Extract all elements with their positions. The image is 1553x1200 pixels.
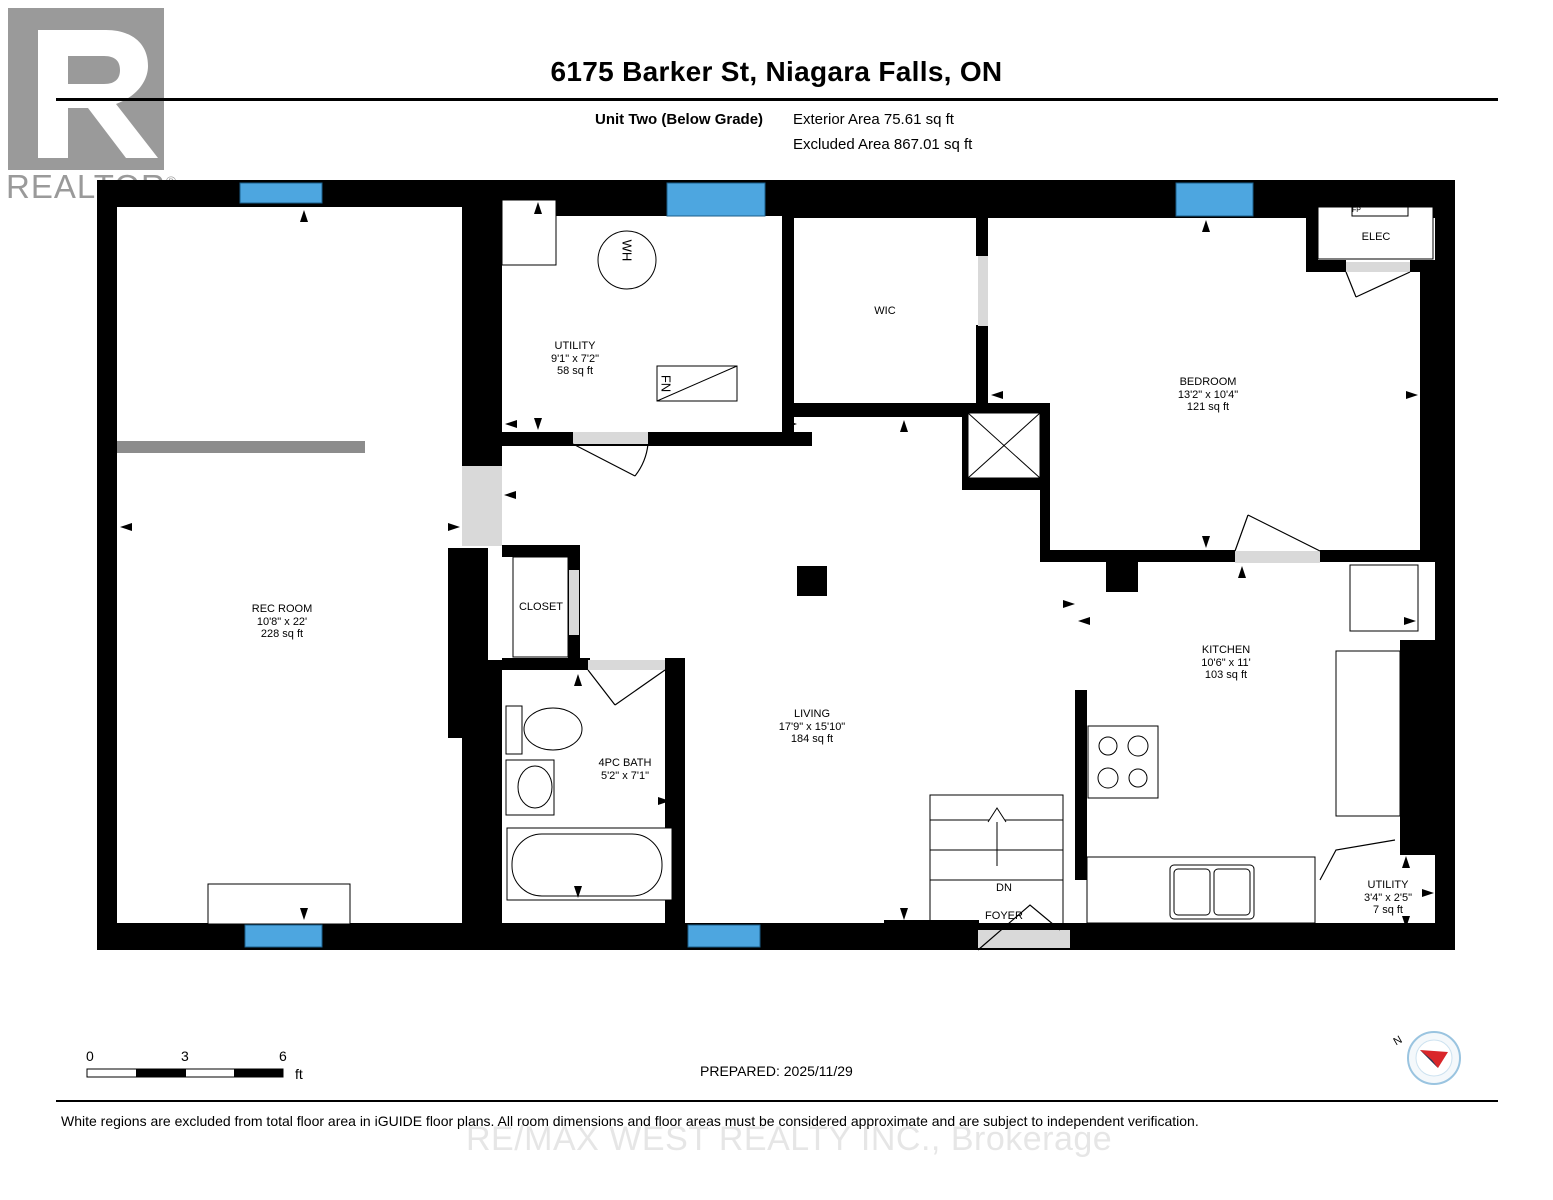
room-dims: 17'9" x 15'10"	[778, 720, 846, 733]
room-dims: 10'6" x 11'	[1201, 656, 1251, 669]
room-kitchen: KITCHEN 10'6" x 11' 103 sq ft	[1166, 644, 1286, 682]
room-closet: CLOSET	[511, 601, 571, 614]
room-wic: WIC	[845, 305, 925, 318]
room-elec: ELEC	[1346, 231, 1406, 244]
brokerage-watermark: RE/MAX WEST REALTY INC., Brokerage	[466, 1120, 1113, 1158]
prepared-date: PREPARED: 2025/11/29	[700, 1063, 853, 1079]
room-bedroom: BEDROOM 13'2" x 10'4" 121 sq ft	[1148, 376, 1268, 414]
windows	[239, 182, 1254, 948]
room-dims: 5'2" x 7'1"	[600, 769, 650, 782]
room-foyer: FOYER	[974, 910, 1034, 923]
header-divider	[56, 98, 1498, 101]
room-name: 4PC BATH	[598, 757, 652, 769]
scale-tick-6: 6	[279, 1048, 287, 1064]
fixtures	[207, 199, 1434, 926]
scale-tick-0: 0	[86, 1048, 94, 1064]
fireplace-box	[1351, 206, 1409, 217]
fireplace-tag: FP	[1352, 207, 1361, 214]
footer-divider	[56, 1100, 1498, 1102]
room-dims: 10'8" x 22'	[256, 615, 308, 628]
furnace-label: FN	[658, 374, 674, 393]
room-name: WIC	[874, 305, 896, 317]
room-name: FOYER	[985, 910, 1023, 922]
scale-bar	[86, 1068, 284, 1078]
excluded-area: Excluded Area 867.01 sq ft	[793, 136, 973, 153]
room-name: UTILITY	[554, 340, 596, 352]
room-area: 184 sq ft	[790, 733, 834, 745]
realtor-logo	[8, 8, 164, 170]
measurement-arrows	[120, 202, 1434, 928]
room-name: CLOSET	[518, 601, 563, 613]
walls	[97, 180, 1455, 950]
room-dims: 13'2" x 10'4"	[1177, 388, 1239, 401]
room-rec-room: REC ROOM 10'8" x 22' 228 sq ft	[222, 603, 342, 641]
disclaimer: White regions are excluded from total fl…	[61, 1113, 1199, 1129]
page-title: 6175 Barker St, Niagara Falls, ON	[550, 56, 1003, 87]
room-area: 228 sq ft	[260, 628, 304, 640]
room-area: 58 sq ft	[556, 365, 594, 377]
room-dims: 3'4" x 2'5"	[1363, 891, 1413, 904]
room-name: REC ROOM	[251, 603, 313, 615]
room-name: KITCHEN	[1201, 644, 1251, 656]
room-name: BEDROOM	[1179, 376, 1237, 388]
exterior-area: Exterior Area 75.61 sq ft	[793, 111, 954, 128]
room-area: 103 sq ft	[1204, 669, 1248, 681]
room-dims: 9'1" x 7'2"	[550, 352, 600, 365]
room-utility: UTILITY 9'1" x 7'2" 58 sq ft	[515, 340, 635, 378]
unit-label: Unit Two (Below Grade)	[595, 111, 764, 128]
room-bath: 4PC BATH 5'2" x 7'1"	[575, 757, 675, 782]
room-area: 121 sq ft	[1186, 401, 1230, 413]
stairs-label: DN	[996, 882, 1012, 894]
room-name: LIVING	[793, 708, 831, 720]
beam	[117, 441, 365, 453]
door-swings	[572, 271, 1411, 951]
scale-tick-3: 3	[181, 1048, 189, 1064]
room-area: 7 sq ft	[1373, 904, 1403, 916]
room-living: LIVING 17'9" x 15'10" 184 sq ft	[752, 708, 872, 746]
door-gaps	[462, 256, 1410, 948]
room-name: UTILITY	[1367, 879, 1409, 891]
water-heater-label: WH	[619, 239, 635, 262]
room-name: ELEC	[1361, 231, 1391, 243]
compass-icon	[1407, 1031, 1461, 1085]
scale-unit: ft	[295, 1066, 303, 1082]
room-utility-2: UTILITY 3'4" x 2'5" 7 sq ft	[1352, 879, 1424, 917]
